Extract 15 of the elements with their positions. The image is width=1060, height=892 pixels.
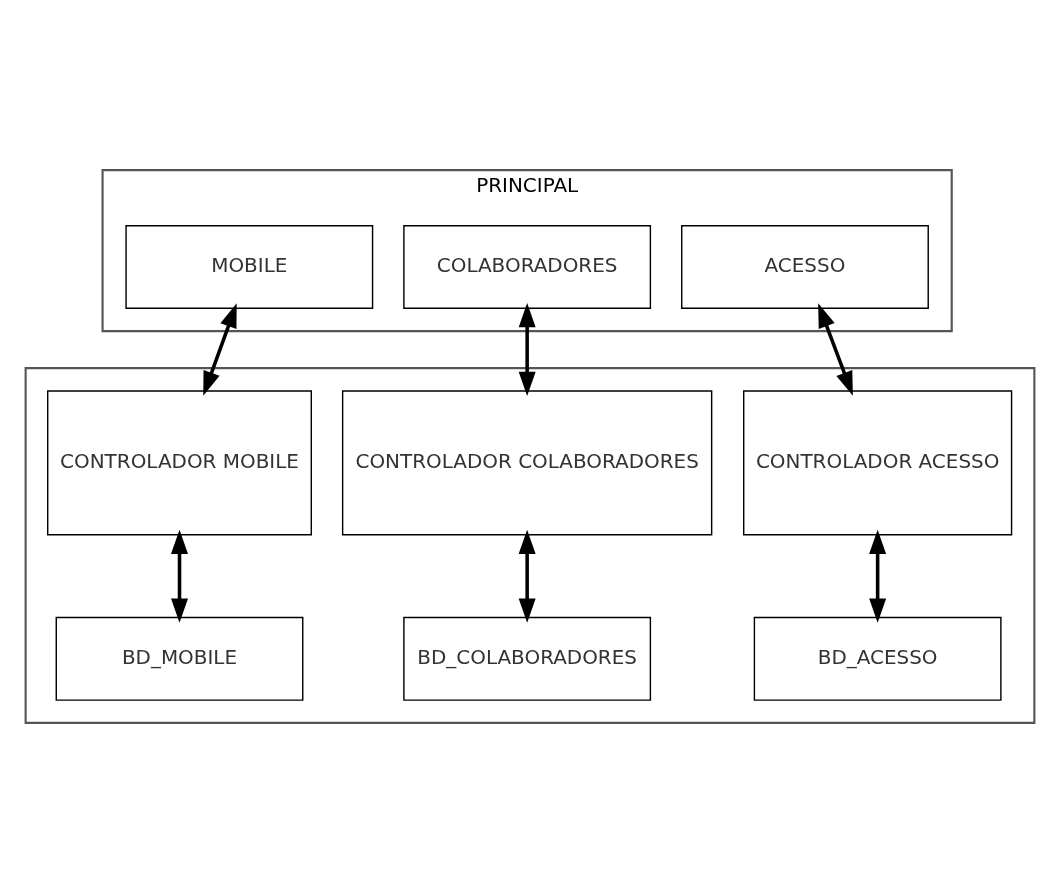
arrow: [203, 302, 237, 396]
node-box: ACESSO: [681, 224, 929, 309]
node-box: BD_ACESSO: [753, 616, 1002, 701]
arrow: [869, 529, 887, 623]
node-box: CONTROLADOR COLABORADORES: [341, 389, 713, 536]
arrow: [518, 529, 536, 623]
node-box: BD_COLABORADORES: [403, 616, 652, 701]
node-box: CONTROLADOR MOBILE: [47, 389, 312, 536]
arrow: [518, 302, 536, 396]
node-box: MOBILE: [125, 224, 374, 309]
arrow: [818, 302, 853, 396]
node-box: BD_MOBILE: [55, 616, 304, 701]
node-box: CONTROLADOR ACESSO: [743, 389, 1013, 536]
node-box: COLABORADORES: [403, 224, 652, 309]
arrow: [171, 529, 188, 623]
